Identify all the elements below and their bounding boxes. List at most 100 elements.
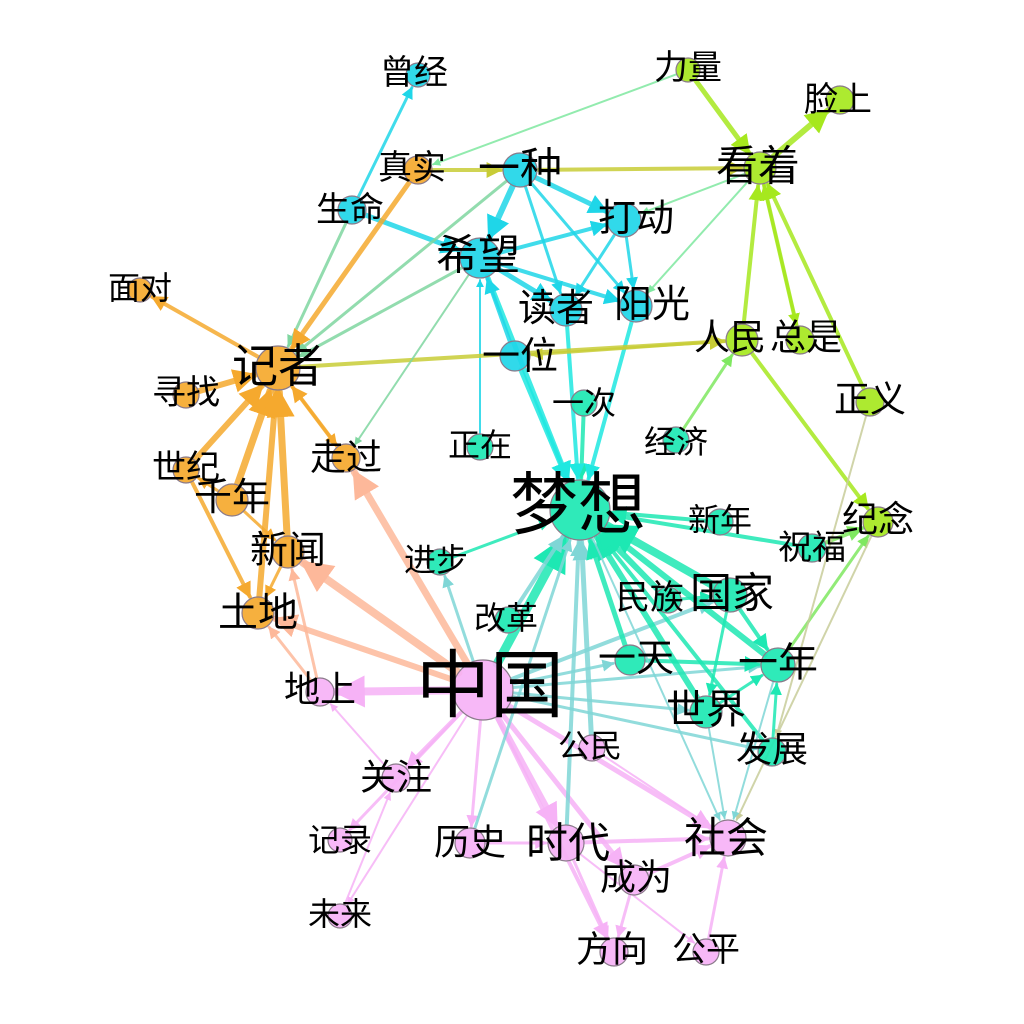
node-zhufu[interactable] [797, 533, 827, 563]
node-zhenshi[interactable] [403, 155, 433, 185]
node-renmin[interactable] [725, 323, 759, 357]
node-xinnian[interactable] [706, 508, 734, 536]
node-liliang[interactable] [675, 57, 701, 83]
edge-zhongguo-fazhan [510, 694, 758, 753]
node-gaige[interactable] [494, 606, 522, 634]
node-dishang[interactable] [305, 677, 335, 707]
node-label-jingji: 经济 [644, 423, 708, 461]
node-cengjing[interactable] [405, 62, 431, 88]
node-zhengzai[interactable] [466, 433, 494, 461]
edge-shidai-gongping [579, 853, 696, 944]
node-shehui[interactable] [709, 819, 747, 857]
node-lishi[interactable] [454, 827, 486, 859]
edge-gongmin-shehui [601, 754, 713, 828]
edge-zhongguo-lishi [466, 718, 482, 828]
node-mengxiang[interactable] [549, 479, 611, 541]
node-label-jinbu: 进步 [404, 541, 468, 579]
node-label-fazhan: 发展 [736, 730, 808, 771]
node-jizhe[interactable] [255, 345, 301, 391]
node-label-guanzhu: 关注 [360, 758, 432, 799]
node-jingji[interactable] [662, 426, 690, 454]
edge-mengxiang-shehui [591, 536, 721, 821]
node-yinian[interactable] [760, 647, 796, 683]
node-label-shehui: 社会 [684, 814, 768, 863]
edge-xiwang-zouguo [353, 273, 470, 446]
node-chengwei[interactable] [618, 864, 650, 896]
node-label-zhengzai: 正在 [448, 426, 512, 464]
node-label-lianshang: 脸上 [804, 80, 872, 120]
node-zongshi[interactable] [785, 325, 815, 355]
edge-shidai-shehui [582, 831, 710, 848]
edge-fazhan-mengxiang [597, 533, 766, 743]
node-fazhan[interactable] [757, 737, 787, 767]
node-gongping[interactable] [692, 938, 720, 966]
edge-yizhong-dadong [532, 174, 610, 215]
node-label-guojia: 国家 [690, 569, 774, 618]
edge-zhongguo-mengxiang [492, 533, 570, 669]
node-dadong[interactable] [606, 202, 642, 238]
node-kanzhe[interactable] [743, 151, 777, 185]
node-gongmin[interactable] [578, 734, 606, 762]
node-tudi[interactable] [241, 596, 275, 630]
edge-xinwen-jizhe [266, 388, 295, 540]
node-yizhong[interactable] [502, 152, 538, 188]
node-label-zongshi: 总是 [770, 318, 842, 359]
node-shiji[interactable] [172, 456, 200, 484]
node-label-jilu: 记录 [308, 821, 372, 859]
node-label-renmin: 人民 [694, 318, 766, 359]
node-xiwang[interactable] [459, 237, 501, 279]
edge-jinbu-mengxiang [450, 519, 552, 559]
node-xinwen[interactable] [271, 535, 305, 569]
node-yiwei[interactable] [499, 340, 531, 372]
edge-gongping-shehui [707, 856, 729, 941]
node-jinbu[interactable] [426, 548, 454, 576]
node-jinian[interactable] [862, 506, 894, 538]
edge-zhongguo-jinbu [442, 574, 475, 664]
node-yitian[interactable] [614, 644, 646, 676]
node-xunzhao[interactable] [172, 381, 200, 409]
node-zhengyi[interactable] [855, 387, 885, 417]
node-miandui[interactable] [127, 277, 153, 303]
node-shidai[interactable] [547, 824, 585, 862]
edge-yizhong-duzhe [523, 184, 563, 295]
node-label-shiji: 世纪 [152, 448, 220, 488]
node-minzu[interactable] [654, 586, 682, 614]
node-label-minzu: 民族 [616, 578, 684, 618]
node-duzhe[interactable] [549, 293, 583, 327]
node-yangguang[interactable] [619, 289, 653, 323]
edge-yinian-mengxiang [602, 526, 768, 658]
node-zhongguo[interactable] [452, 659, 514, 721]
node-label-xunzhao: 寻找 [152, 373, 220, 413]
node-lianshang[interactable] [825, 85, 855, 115]
node-label-yici: 一次 [552, 384, 616, 422]
edge-yiwei-mengxiang [518, 367, 571, 483]
edge-shiji-tudi [189, 479, 252, 599]
edge-jinian-shehui [735, 534, 873, 821]
edge-chengwei-fangxiang [615, 893, 632, 939]
edge-dishang-tudi [267, 625, 313, 683]
node-guojia[interactable] [712, 577, 748, 613]
node-shijie[interactable] [689, 695, 723, 729]
node-qiannian[interactable] [215, 483, 249, 517]
node-fangxiang[interactable] [599, 937, 629, 967]
edge-jizhe-zouguo [289, 384, 338, 447]
edge-guanzhu-dishang [329, 703, 388, 769]
edge-liliang-kanzhe [692, 77, 752, 156]
edge-jingji-renmin [681, 353, 734, 431]
edge-renmin-yiwei [530, 339, 728, 361]
edge-xinnian-mengxiang [609, 505, 709, 523]
node-zouguo[interactable] [331, 443, 361, 473]
edge-zhufu-mengxiang [609, 509, 801, 548]
edge-yizhong-jizhe [295, 179, 509, 355]
node-guanzhu[interactable] [381, 763, 411, 793]
edge-chengwei-shehui [645, 844, 712, 876]
edge-qiannian-xinwen [242, 509, 277, 542]
node-weilai[interactable] [327, 903, 353, 929]
node-jilu[interactable] [327, 827, 353, 853]
edge-xiwang-duzhe [494, 265, 554, 304]
node-label-miandui: 面对 [108, 269, 172, 307]
node-yici[interactable] [570, 389, 598, 417]
node-label-cengjing: 曾经 [380, 53, 448, 93]
node-shengming[interactable] [337, 195, 367, 225]
edge-shijie-shehui [707, 726, 728, 820]
